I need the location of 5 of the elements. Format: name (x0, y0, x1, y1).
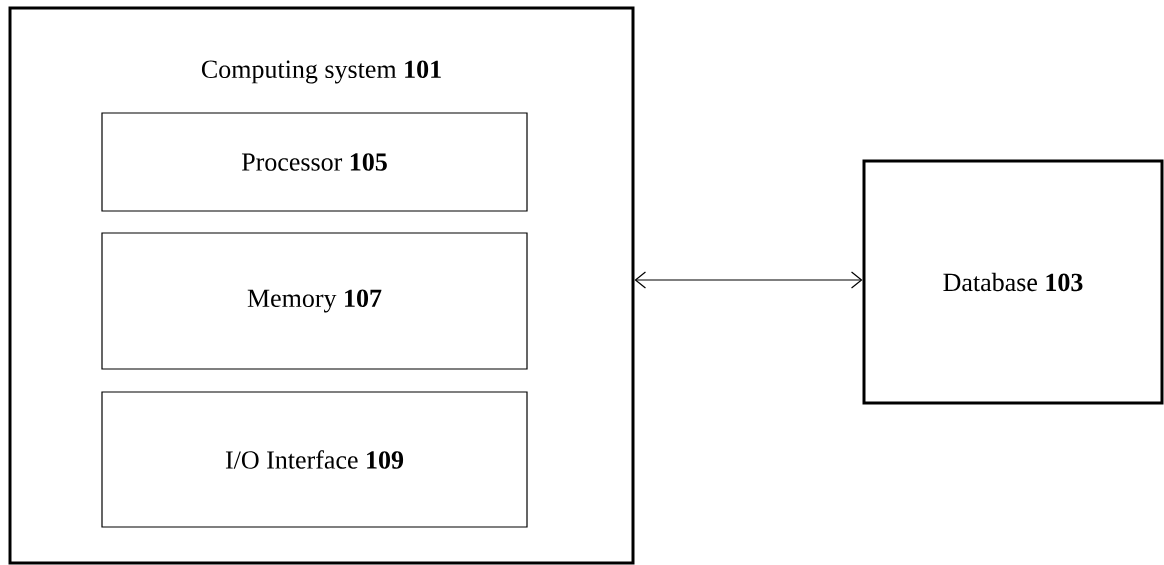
double-arrow (634, 271, 863, 289)
component-box: Memory 107 (101, 232, 528, 370)
database-box: Database 103 (862, 159, 1164, 405)
component-box: I/O Interface 109 (101, 391, 528, 528)
component-box: Processor 105 (101, 112, 528, 212)
